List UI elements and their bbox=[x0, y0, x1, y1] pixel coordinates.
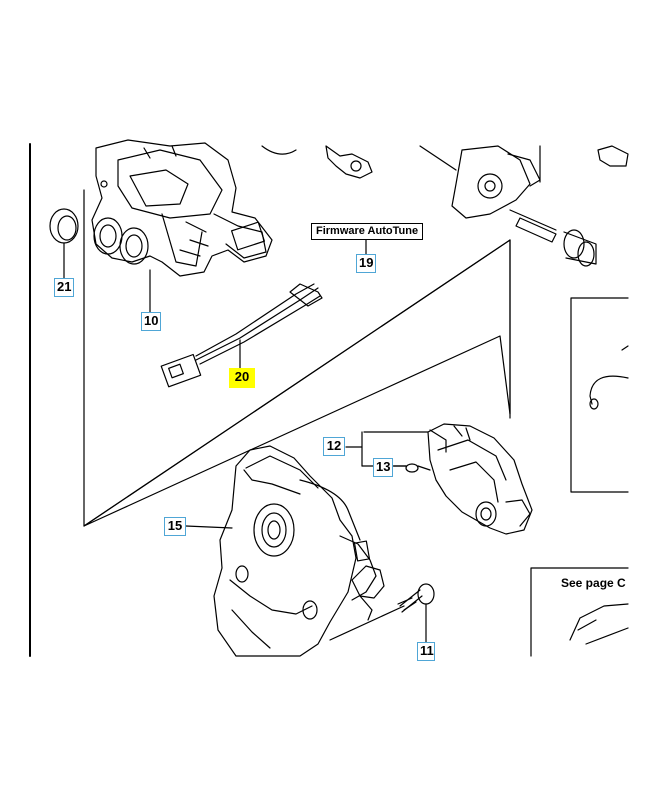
callout-10: 10 bbox=[141, 312, 161, 331]
see-page-label: See page C bbox=[561, 576, 626, 590]
clip-top-far-right bbox=[597, 145, 629, 167]
group-outline bbox=[83, 189, 511, 527]
firmware-autotune-label: Firmware AutoTune bbox=[311, 223, 424, 240]
screw-13 bbox=[393, 463, 431, 473]
callout-21: 21 bbox=[54, 278, 74, 297]
cover-15 bbox=[185, 445, 377, 657]
callout-15: 15 bbox=[164, 517, 186, 536]
detail-frame-right bbox=[570, 297, 629, 493]
callout-12: 12 bbox=[323, 437, 345, 456]
wiring-harness-20 bbox=[160, 283, 323, 388]
coil-housing-12 bbox=[345, 423, 533, 535]
callout-11: 11 bbox=[417, 642, 435, 661]
fitting-top-center bbox=[261, 145, 373, 179]
callout-19: 19 bbox=[356, 254, 376, 273]
callout-13: 13 bbox=[373, 458, 393, 477]
see-page-frame bbox=[530, 567, 629, 657]
ignition-module-top-right bbox=[419, 145, 541, 219]
bolt-top-right bbox=[509, 209, 597, 267]
carburetor-assembly-10 bbox=[91, 139, 273, 313]
bolt-11 bbox=[397, 583, 435, 643]
ring-part-21 bbox=[49, 208, 79, 279]
bracket-near-15 bbox=[329, 565, 405, 641]
callout-20: 20 bbox=[229, 368, 255, 388]
